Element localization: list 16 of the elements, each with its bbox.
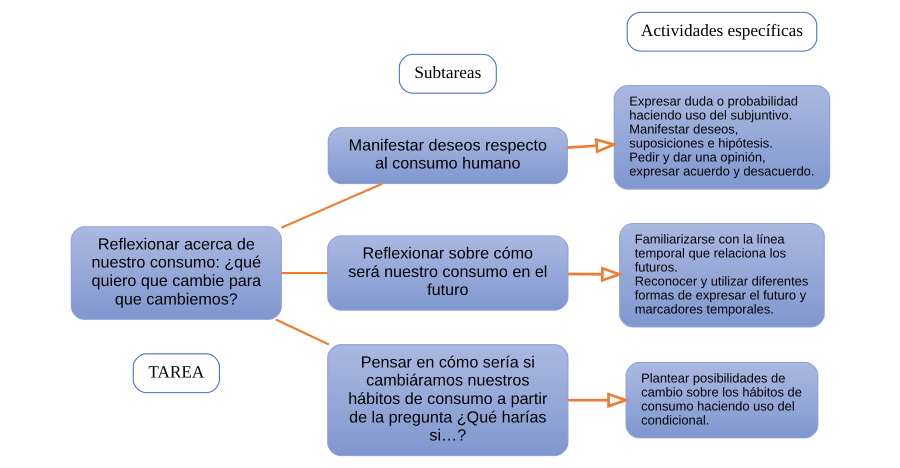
connector	[280, 182, 382, 229]
node-box: Reflexionar sobre cómo será nuestro consumo en el futuro	[326, 235, 568, 311]
node-box: Familiarizarse con la línea temporal que relaciona los futuros. Reconocer y utilizar diferentes formas de expresar el futuro y marcadores temporales.	[618, 222, 824, 328]
connector	[281, 272, 328, 274]
node-box: Reflexionar acerca de nuestro consumo: ¿qué quiero que cambie para que cambiemos?	[70, 226, 282, 320]
node-box: Actividades específicas	[626, 12, 817, 52]
arrow	[566, 138, 618, 154]
arrow	[568, 266, 624, 282]
node-box: Plantear posibilidades de cambio sobre los hábitos de consumo haciendo uso del condicional.	[625, 362, 818, 438]
node-box: Subtareas	[398, 54, 496, 94]
node-box: Pensar en cómo sería si cambiáramos nuestros hábitos de consumo a partir de la pregunta ¿Qué harías si…?	[326, 344, 568, 456]
connector	[274, 318, 329, 346]
arrow	[568, 392, 630, 408]
node-box: Expresar duda o probabilidad haciendo uso del subjuntivo. Manifestar deseos, suposiciones e hipótesis. Pedir y dar una opinión, expresar acuerdo y desacuerdo.	[613, 85, 830, 190]
node-box: Manifestar deseos respecto al consumo humano	[327, 127, 568, 184]
node-box: TAREA	[132, 353, 220, 394]
